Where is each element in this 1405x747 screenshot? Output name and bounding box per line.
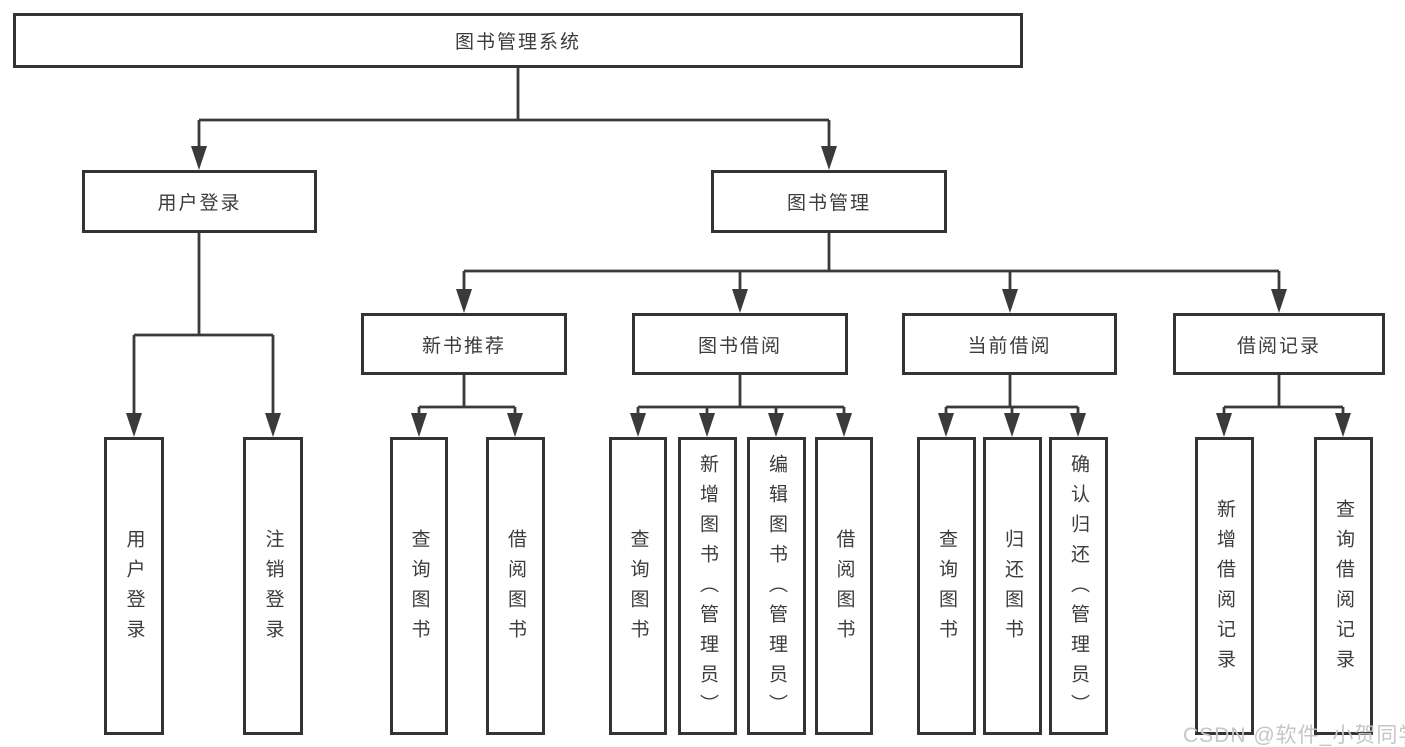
- arrow-down-icon: [630, 413, 646, 437]
- arrow-down-icon: [191, 146, 207, 170]
- node-user-login: 用户登录: [82, 170, 317, 233]
- leaf-current-query-books: 查询图书: [917, 437, 976, 735]
- arrow-down-icon: [938, 413, 954, 437]
- arrow-down-icon: [1216, 413, 1232, 437]
- arrow-down-icon: [1271, 289, 1287, 313]
- arrow-down-icon: [836, 413, 852, 437]
- arrow-down-icon: [768, 413, 784, 437]
- node-book-management: 图书管理: [711, 170, 947, 233]
- arrow-down-icon: [507, 413, 523, 437]
- node-book-borrowing: 图书借阅: [632, 313, 848, 375]
- node-library-management-system: 图书管理系统: [13, 13, 1023, 68]
- arrow-down-icon: [732, 289, 748, 313]
- leaf-borrow-borrow-books: 借阅图书: [815, 437, 873, 735]
- connector-book-borrow-split: [630, 375, 852, 437]
- leaf-borrow-add-books-admin: 新增图书（管理员）: [678, 437, 737, 735]
- connector-current-borrow-split: [938, 375, 1086, 437]
- arrow-down-icon: [456, 289, 472, 313]
- leaf-records-query-record: 查询借阅记录: [1314, 437, 1373, 735]
- leaf-newbook-borrow-books: 借阅图书: [486, 437, 545, 735]
- node-current-borrowing: 当前借阅: [902, 313, 1117, 375]
- connector-root-split: [191, 68, 837, 170]
- connector-book-management-split: [456, 233, 1287, 313]
- connector-borrow-records-split: [1216, 375, 1351, 437]
- node-new-book-recommendation: 新书推荐: [361, 313, 567, 375]
- leaf-current-confirm-return-admin: 确认归还（管理员）: [1049, 437, 1108, 735]
- arrow-down-icon: [265, 413, 281, 437]
- arrow-down-icon: [1070, 413, 1086, 437]
- leaf-user-login: 用户登录: [104, 437, 164, 735]
- arrow-down-icon: [1335, 413, 1351, 437]
- arrow-down-icon: [1002, 289, 1018, 313]
- arrow-down-icon: [699, 413, 715, 437]
- leaf-current-return-books: 归还图书: [983, 437, 1042, 735]
- arrow-down-icon: [1004, 413, 1020, 437]
- arrow-down-icon: [411, 413, 427, 437]
- node-borrowing-records: 借阅记录: [1173, 313, 1385, 375]
- leaf-borrow-edit-books-admin: 编辑图书（管理员）: [747, 437, 806, 735]
- leaf-logout: 注销登录: [243, 437, 303, 735]
- csdn-watermark: CSDN @软件_小贺同学: [1183, 724, 1405, 747]
- arrow-down-icon: [821, 146, 837, 170]
- arrow-down-icon: [126, 413, 142, 437]
- leaf-newbook-query-books: 查询图书: [390, 437, 448, 735]
- connector-user-login-split: [126, 233, 281, 437]
- leaf-records-add-record: 新增借阅记录: [1195, 437, 1254, 735]
- connector-new-book-split: [411, 375, 523, 437]
- leaf-borrow-query-books: 查询图书: [609, 437, 667, 735]
